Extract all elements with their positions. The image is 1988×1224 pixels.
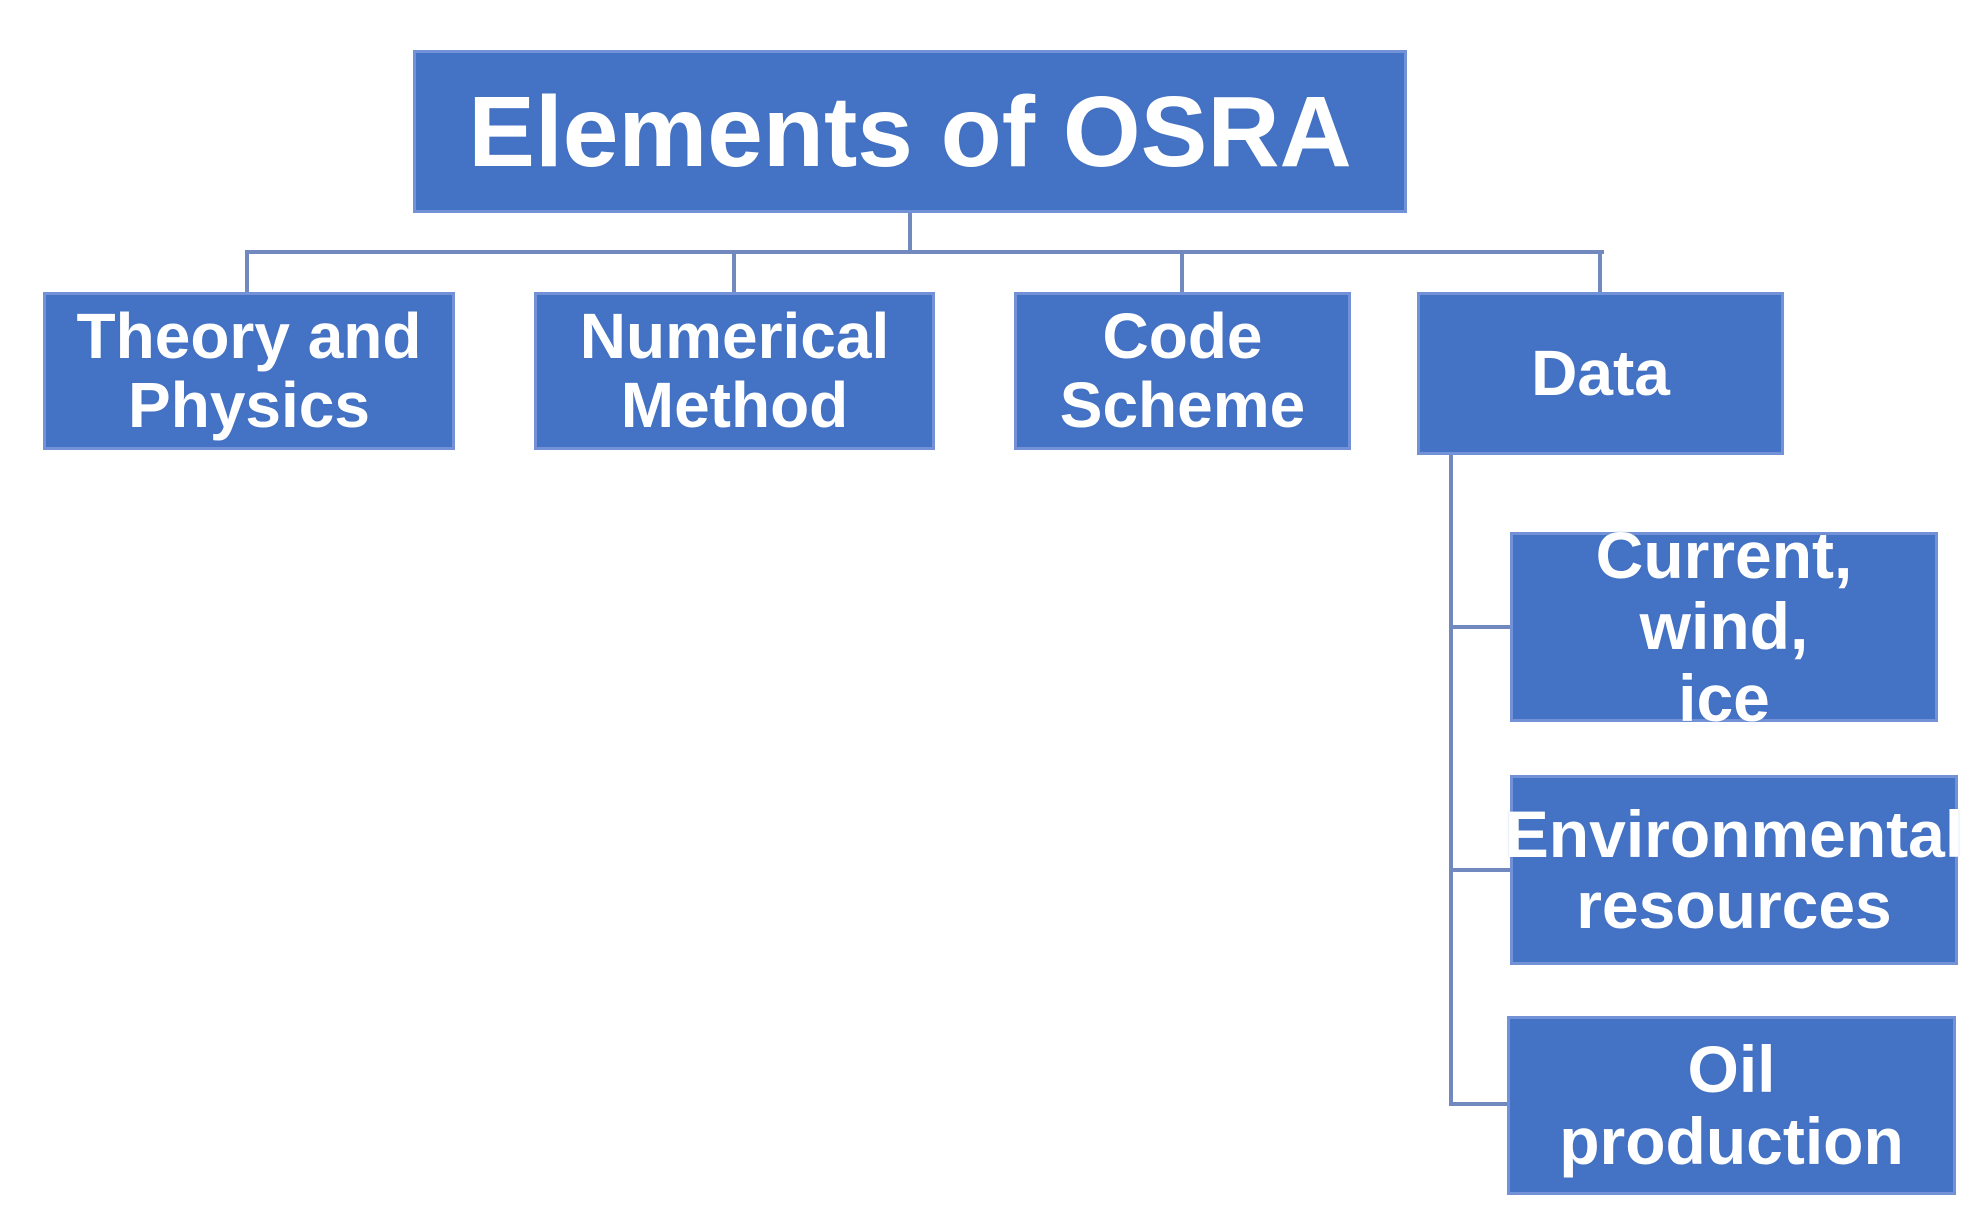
- node-environmental-resources: Environmental resources: [1505, 775, 1963, 965]
- connector-stub-data: [1598, 252, 1602, 292]
- connector-stub-oil-production: [1449, 1102, 1510, 1106]
- node-current-wind-ice: Current, wind, ice: [1510, 519, 1938, 733]
- node-numerical-method: Numerical Method: [534, 292, 935, 450]
- connector-stub-current-wind-ice: [1449, 625, 1510, 629]
- connector-stub-code-scheme: [1180, 252, 1184, 292]
- node-theory-and-physics: Theory and Physics: [43, 292, 455, 450]
- connector-horizontal-bus: [245, 250, 1604, 254]
- connector-title-stem: [908, 212, 912, 253]
- connector-stub-numerical-method: [732, 252, 736, 292]
- connector-stub-environmental-resources: [1449, 868, 1510, 872]
- node-elements-of-osra: Elements of OSRA: [413, 50, 1407, 213]
- connector-stub-theory-and-physics: [245, 252, 249, 292]
- node-data: Data: [1417, 292, 1784, 455]
- connector-data-stem: [1449, 455, 1453, 1106]
- node-code-scheme: Code Scheme: [1014, 292, 1351, 450]
- node-oil-production: Oil production: [1507, 1016, 1956, 1195]
